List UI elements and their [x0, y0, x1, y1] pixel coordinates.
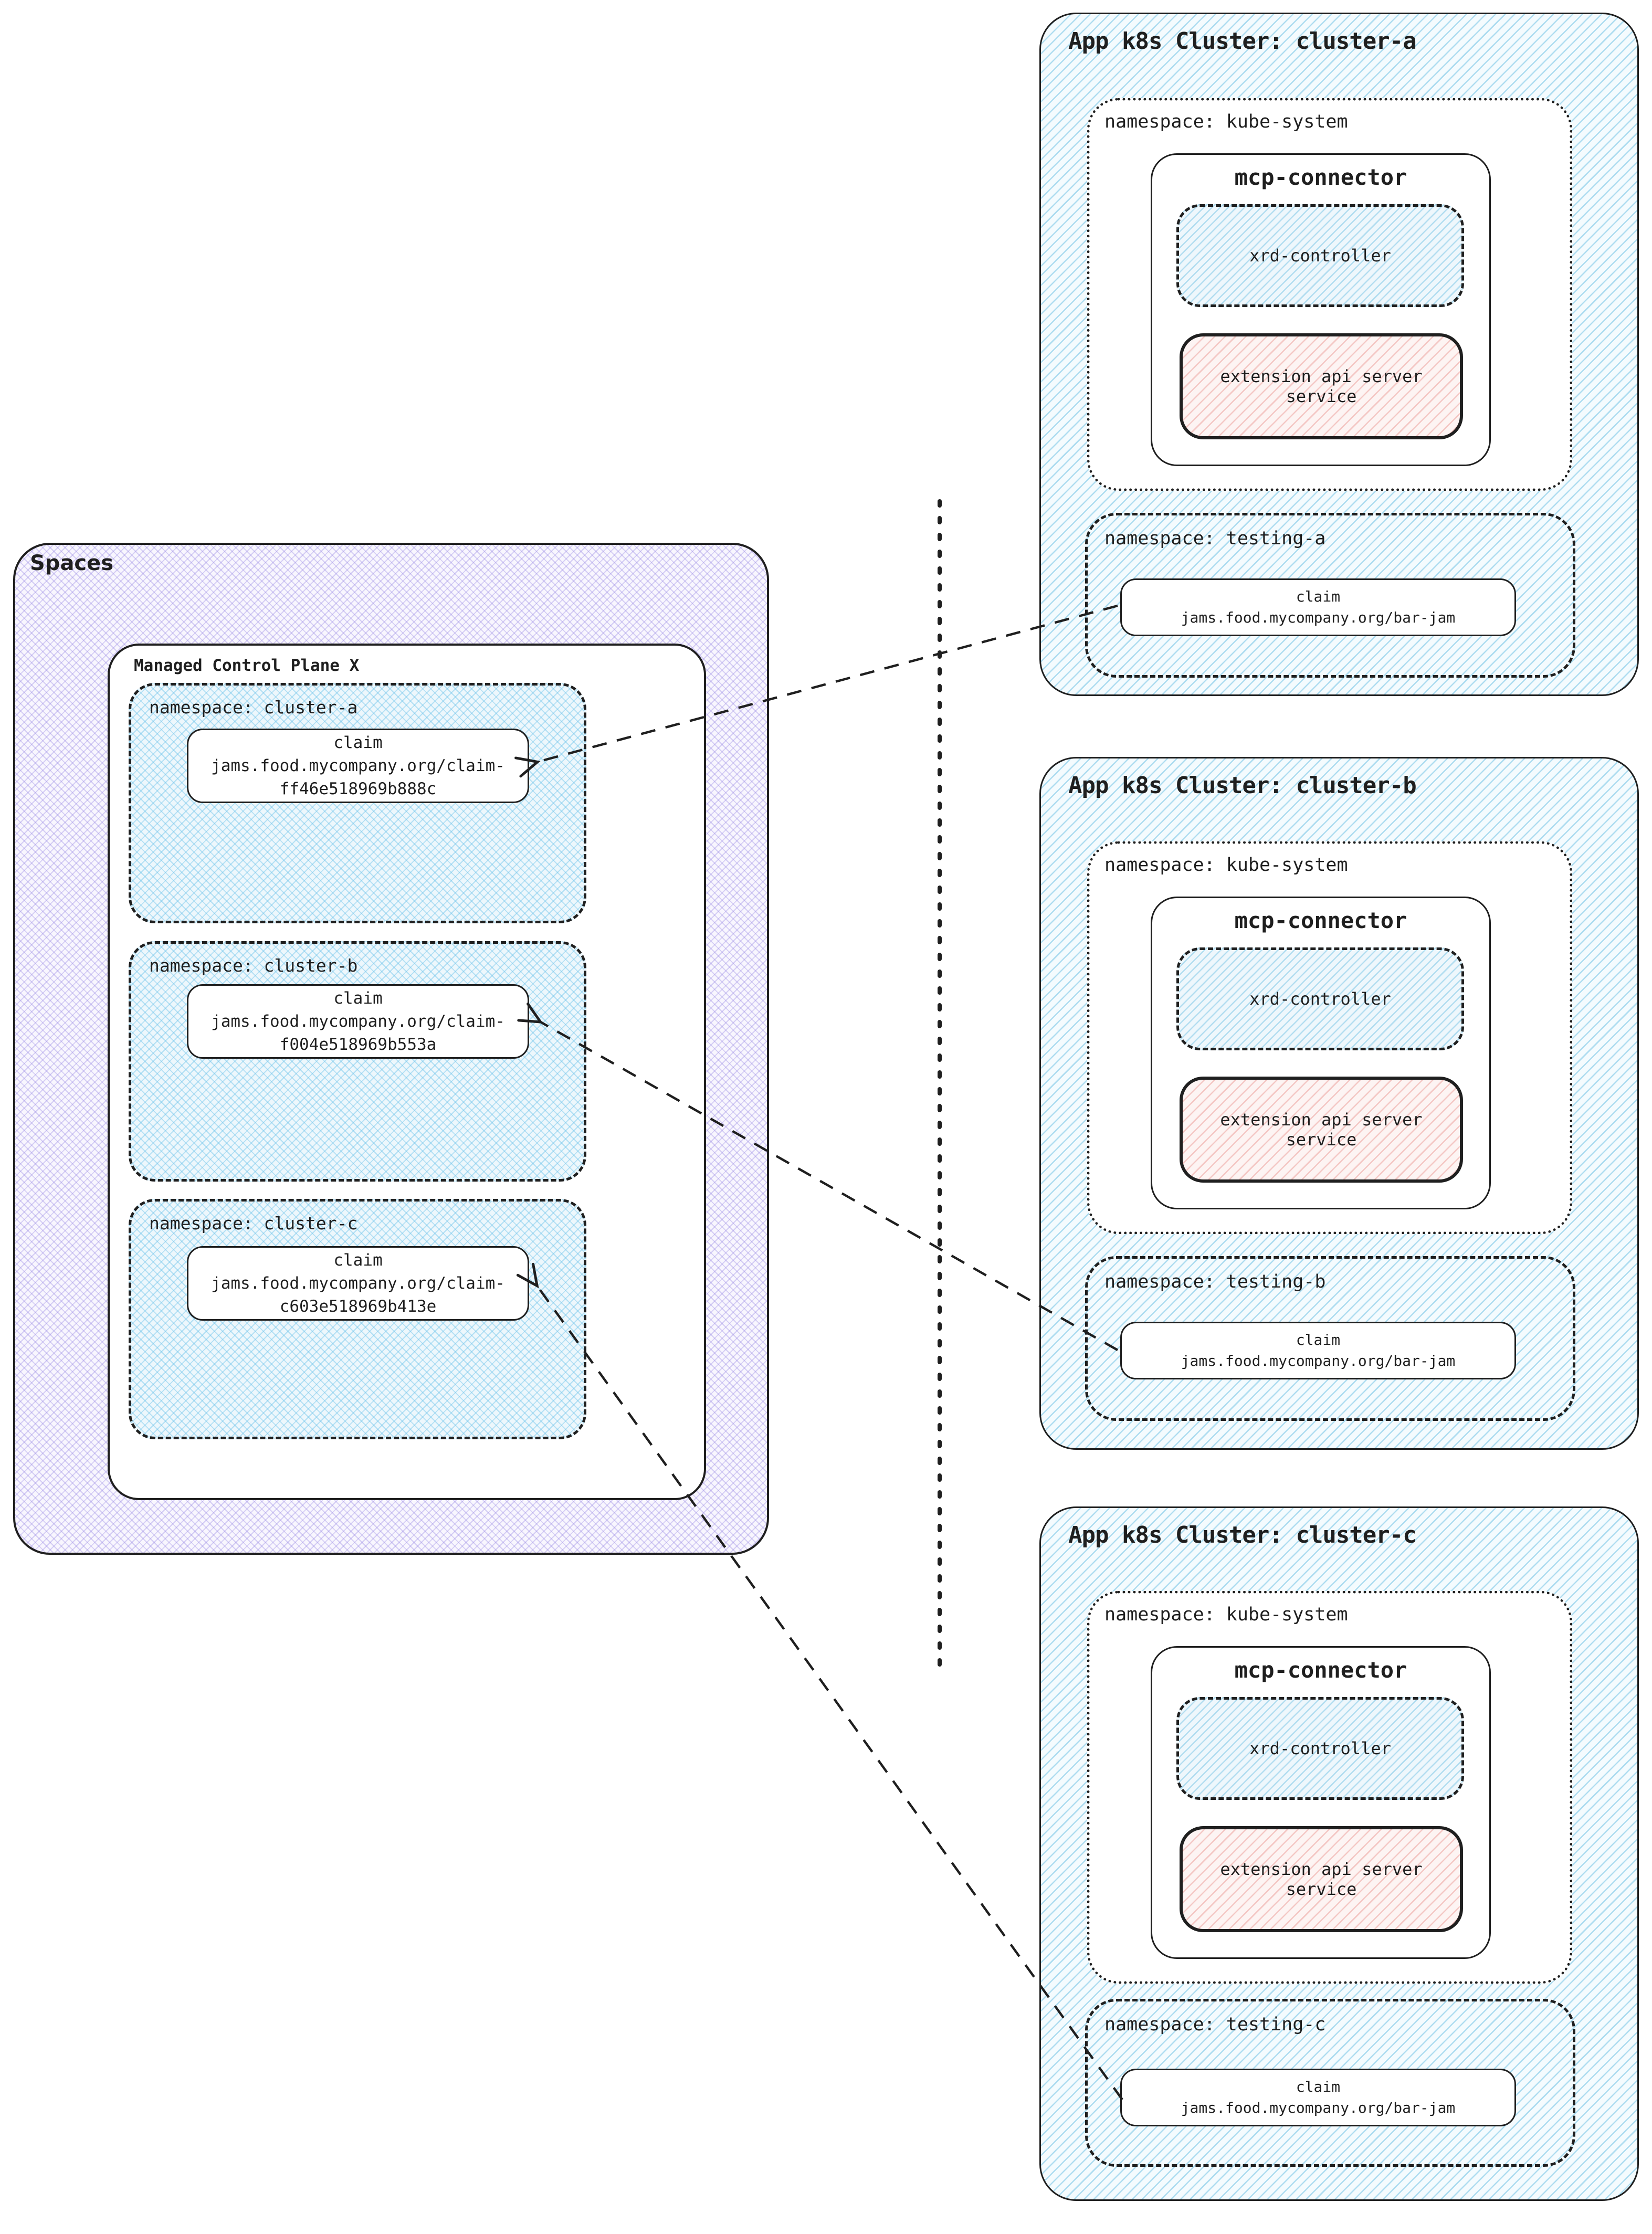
claim-title: claim	[1296, 588, 1341, 605]
spaces-box: Spaces Managed Control Plane X namespace…	[13, 543, 769, 1555]
claim-title: claim	[1296, 2078, 1341, 2095]
spaces-label: Spaces	[30, 551, 114, 575]
claim-value: jams.food.mycompany.org/bar-jam	[1181, 2099, 1456, 2116]
xrd-controller-box: xrd-controller	[1176, 1697, 1464, 1800]
claim-line1: jams.food.mycompany.org/claim-	[211, 1274, 505, 1293]
claim-title: claim	[1296, 1331, 1341, 1348]
testing-c-namespace-label: namespace: testing-c	[1104, 2014, 1326, 2035]
extension-api-server-box: extension api server service	[1180, 1826, 1463, 1932]
cluster-a-title: App k8s Cluster: cluster-a	[1068, 28, 1417, 55]
xrd-controller-box: xrd-controller	[1176, 204, 1464, 307]
kube-system-namespace-box: namespace: kube-system mcp-connector xrd…	[1087, 1591, 1572, 1984]
xrd-controller-label: xrd-controller	[1249, 246, 1391, 266]
managed-control-plane-label: Managed Control Plane X	[134, 656, 360, 675]
namespace-cluster-b-box: namespace: cluster-b claim jams.food.myc…	[129, 941, 586, 1182]
claim-line1: jams.food.mycompany.org/claim-	[211, 1012, 505, 1031]
extension-api-server-label-line2: service	[1286, 386, 1357, 406]
cluster-c-box: App k8s Cluster: cluster-c namespace: ku…	[1039, 1506, 1639, 2201]
namespace-cluster-a-label: namespace: cluster-a	[149, 697, 358, 718]
claim-line1: jams.food.mycompany.org/claim-	[211, 756, 505, 775]
cluster-c-title: App k8s Cluster: cluster-c	[1068, 1522, 1417, 1548]
cluster-b-box: App k8s Cluster: cluster-b namespace: ku…	[1039, 757, 1639, 1450]
testing-a-namespace-box: namespace: testing-a claim jams.food.myc…	[1085, 513, 1575, 678]
extension-api-server-label-line2: service	[1286, 1130, 1357, 1150]
cluster-a-box: App k8s Cluster: cluster-a namespace: ku…	[1039, 13, 1639, 696]
claim-box-cluster-b: claim jams.food.mycompany.org/claim- f00…	[187, 984, 529, 1059]
xrd-controller-label: xrd-controller	[1249, 1738, 1391, 1758]
claim-title: claim	[333, 733, 383, 752]
kube-system-namespace-label: namespace: kube-system	[1104, 1604, 1348, 1625]
kube-system-namespace-box: namespace: kube-system mcp-connector xrd…	[1087, 98, 1572, 491]
extension-api-server-label-line1: extension api server	[1220, 1110, 1423, 1130]
claim-value: jams.food.mycompany.org/bar-jam	[1181, 609, 1456, 626]
mcp-connector-label: mcp-connector	[1234, 908, 1407, 933]
xrd-controller-label: xrd-controller	[1249, 989, 1391, 1009]
mcp-connector-box: mcp-connector xrd-controller extension a…	[1151, 1646, 1491, 1959]
testing-b-namespace-box: namespace: testing-b claim jams.food.myc…	[1085, 1256, 1575, 1421]
mcp-connector-box: mcp-connector xrd-controller extension a…	[1151, 897, 1491, 1209]
extension-api-server-box: extension api server service	[1180, 1077, 1463, 1183]
mcp-connector-label: mcp-connector	[1234, 164, 1407, 190]
claim-title: claim	[333, 1251, 383, 1270]
claim-line2: ff46e518969b888c	[279, 779, 437, 798]
managed-control-plane-box: Managed Control Plane X namespace: clust…	[108, 644, 706, 1500]
testing-a-namespace-label: namespace: testing-a	[1104, 528, 1326, 549]
namespace-cluster-c-box: namespace: cluster-c claim jams.food.myc…	[129, 1199, 586, 1439]
namespace-cluster-b-label: namespace: cluster-b	[149, 955, 358, 976]
extension-api-server-label-line1: extension api server	[1220, 366, 1423, 386]
extension-api-server-label-line2: service	[1286, 1879, 1357, 1899]
claim-box-testing-a: claim jams.food.mycompany.org/bar-jam	[1120, 578, 1516, 636]
claim-line2: f004e518969b553a	[279, 1035, 437, 1054]
kube-system-namespace-label: namespace: kube-system	[1104, 855, 1348, 876]
extension-api-server-box: extension api server service	[1180, 333, 1463, 439]
namespace-cluster-c-label: namespace: cluster-c	[149, 1213, 358, 1234]
claim-box-testing-c: claim jams.food.mycompany.org/bar-jam	[1120, 2069, 1516, 2126]
cluster-b-title: App k8s Cluster: cluster-b	[1068, 772, 1417, 799]
mcp-connector-label: mcp-connector	[1234, 1657, 1407, 1683]
claim-value: jams.food.mycompany.org/bar-jam	[1181, 1352, 1456, 1369]
claim-box-cluster-a: claim jams.food.mycompany.org/claim- ff4…	[187, 729, 529, 803]
xrd-controller-box: xrd-controller	[1176, 947, 1464, 1050]
claim-box-testing-b: claim jams.food.mycompany.org/bar-jam	[1120, 1322, 1516, 1379]
mcp-connector-box: mcp-connector xrd-controller extension a…	[1151, 153, 1491, 466]
testing-b-namespace-label: namespace: testing-b	[1104, 1271, 1326, 1292]
testing-c-namespace-box: namespace: testing-c claim jams.food.myc…	[1085, 1999, 1575, 2167]
claim-line2: c603e518969b413e	[279, 1297, 437, 1316]
claim-title: claim	[333, 989, 383, 1008]
kube-system-namespace-box: namespace: kube-system mcp-connector xrd…	[1087, 841, 1572, 1234]
claim-box-cluster-c: claim jams.food.mycompany.org/claim- c60…	[187, 1246, 529, 1321]
kube-system-namespace-label: namespace: kube-system	[1104, 111, 1348, 132]
extension-api-server-label-line1: extension api server	[1220, 1859, 1423, 1879]
namespace-cluster-a-box: namespace: cluster-a claim jams.food.myc…	[129, 683, 586, 923]
